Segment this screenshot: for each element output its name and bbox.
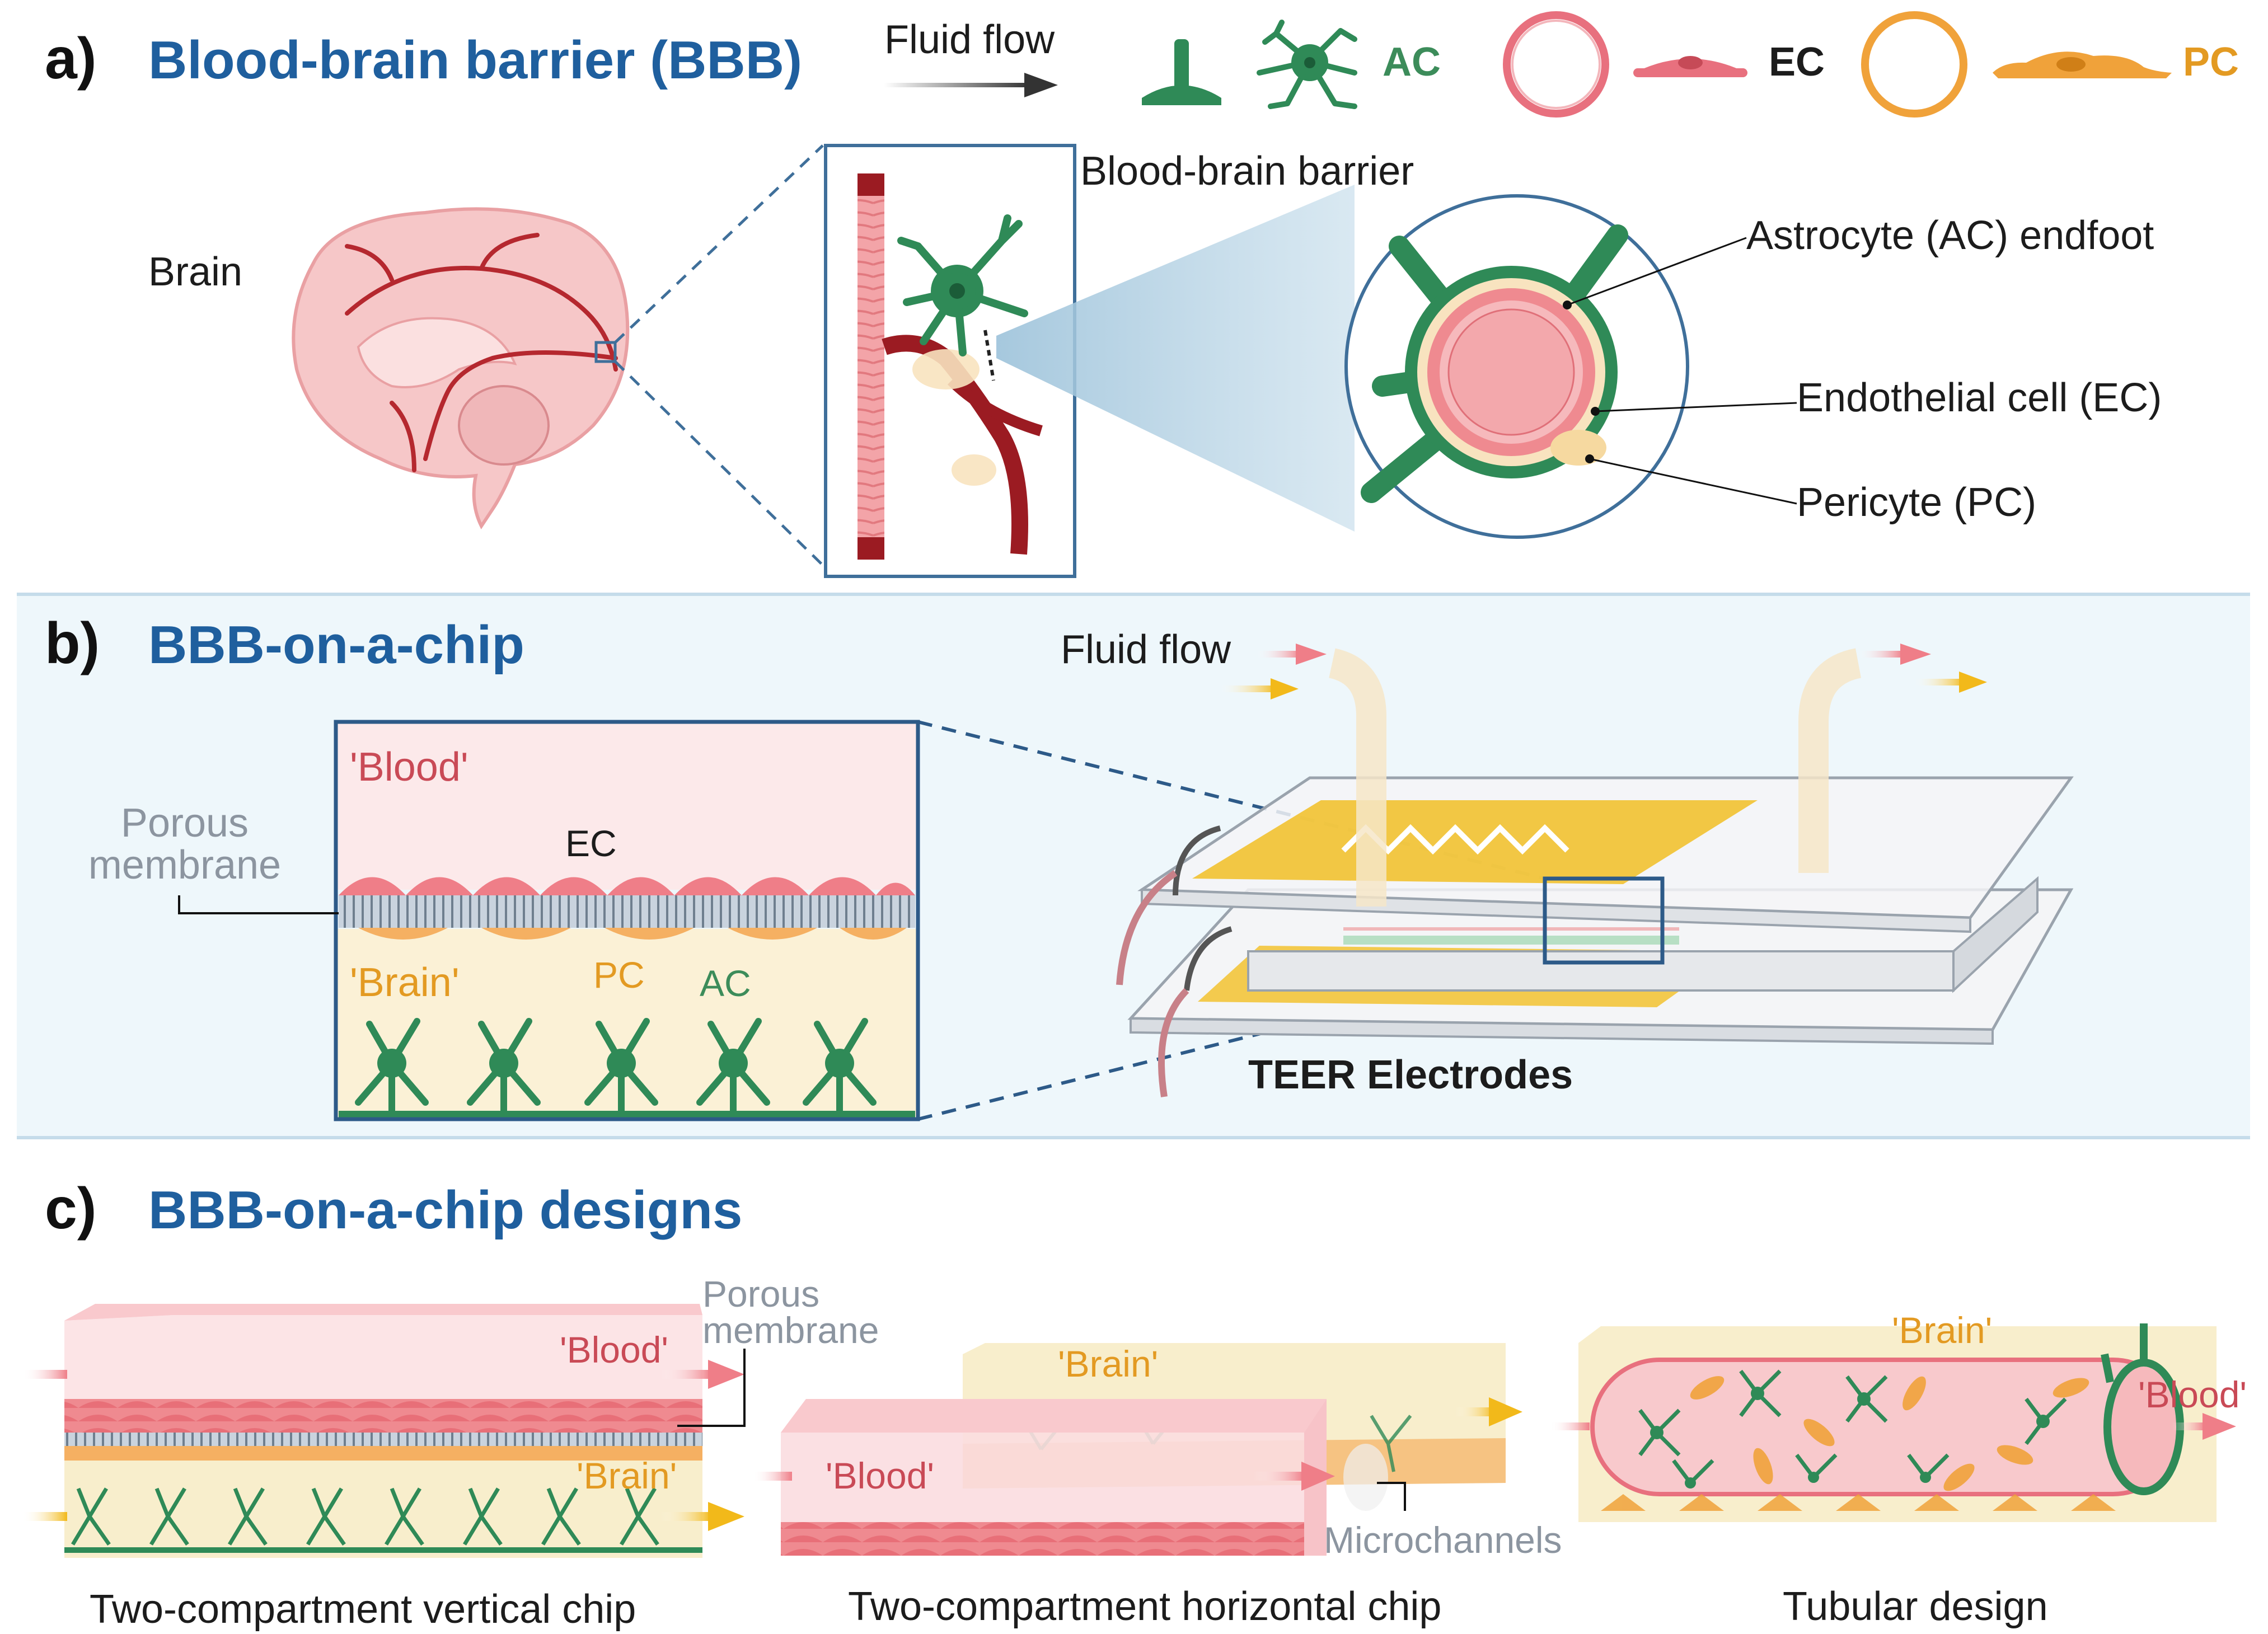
pc-layer-label: PC — [593, 954, 645, 996]
porous-membrane-label-2: membrane — [88, 843, 281, 888]
panel-a: a) Blood-brain barrier (BBB) Fluid flow … — [45, 11, 2239, 578]
brain-label: Brain — [148, 250, 242, 294]
astrocyte-icon — [1257, 20, 1357, 109]
brain-compartment-label: 'Brain' — [350, 960, 460, 1005]
horizontal-brain-label: 'Brain' — [1058, 1343, 1158, 1384]
pc-layer — [358, 928, 907, 940]
chip-inlet-pink-arrow-icon — [1296, 644, 1327, 665]
panel-a-letter: a) — [45, 26, 96, 91]
porous-membrane-label-1: Porous — [121, 801, 249, 846]
panel-c-letter: c) — [45, 1176, 96, 1241]
microchannels-label: Microchannels — [1324, 1519, 1562, 1561]
callouts — [1567, 237, 1797, 505]
chip-outlet-pink-arrow-icon — [1900, 644, 1931, 665]
panel-b-letter: b) — [45, 611, 100, 676]
horizontal-blood-label: 'Blood' — [826, 1455, 934, 1496]
vertical-blood-label: 'Blood' — [560, 1329, 668, 1370]
porous-membrane-c-label-2: membrane — [702, 1309, 879, 1351]
teer-electrodes-label: TEER Electrodes — [1248, 1053, 1573, 1097]
blood-compartment-label: 'Blood' — [350, 745, 468, 790]
ec-monolayer — [339, 877, 915, 895]
panel-b: b) BBB-on-a-chip — [17, 593, 2250, 1139]
pericyte-label: Pericyte (PC) — [1797, 480, 2036, 525]
vertical-chip-caption: Two-compartment vertical chip — [90, 1587, 636, 1632]
porous-membrane-c-label-1: Porous — [702, 1273, 819, 1314]
ac-endfoot-icon — [1142, 39, 1221, 105]
astrocyte-illustration — [897, 214, 1028, 356]
legend-fluid-flow-arrow — [884, 83, 1030, 87]
cross-section-illustration — [1361, 224, 1628, 503]
ec-layer-label: EC — [565, 823, 617, 864]
legend: Fluid flow AC EC — [884, 11, 2239, 118]
chip-fluid-flow-label: Fluid flow — [1061, 627, 1231, 672]
panel-c-title: BBB-on-a-chip designs — [148, 1180, 742, 1240]
tubular-design-caption: Tubular design — [1783, 1584, 2048, 1629]
panel-a-title: Blood-brain barrier (BBB) — [148, 30, 802, 90]
tubular-brain-label: 'Brain' — [1892, 1309, 1992, 1351]
legend-fluid-flow-label: Fluid flow — [884, 17, 1055, 62]
ac-row — [355, 1018, 877, 1114]
porous-membrane-layer — [339, 895, 915, 928]
chip-cross-section — [334, 720, 920, 1121]
tubular-blood-label: 'Blood' — [2138, 1374, 2247, 1415]
vertical-chip — [22, 1304, 744, 1558]
ac-layer-label: AC — [700, 962, 751, 1004]
legend-arrow-head-icon — [1024, 73, 1058, 97]
panel-b-title: BBB-on-a-chip — [148, 615, 524, 675]
vessel-illustration — [857, 173, 1043, 560]
chip-outlet-yellow-arrow-icon — [1959, 672, 1987, 693]
legend-pc-label: PC — [2183, 40, 2239, 84]
ec-ring-icon — [1503, 11, 1609, 118]
horizontal-chip — [753, 1343, 1522, 1556]
endothelial-cell-label: Endothelial cell (EC) — [1797, 375, 2162, 420]
legend-ac-label: AC — [1383, 40, 1441, 84]
panel-c: c) BBB-on-a-chip designs — [22, 1176, 2247, 1632]
bbb-label: Blood-brain barrier — [1080, 149, 1414, 194]
chip-inlet-yellow-arrow-icon — [1271, 678, 1299, 699]
chip-device — [1116, 648, 2074, 1097]
legend-ec-label: EC — [1769, 40, 1825, 84]
brain-illustration — [292, 207, 630, 529]
astrocyte-endfoot-label: Astrocyte (AC) endfoot — [1746, 213, 2154, 258]
tubular-chip — [1550, 1323, 2236, 1522]
zoom-cone — [996, 185, 1355, 532]
horizontal-chip-caption: Two-compartment horizontal chip — [848, 1584, 1441, 1629]
pc-ring-icon — [1861, 11, 1967, 118]
vertical-brain-label: 'Brain' — [577, 1455, 677, 1496]
